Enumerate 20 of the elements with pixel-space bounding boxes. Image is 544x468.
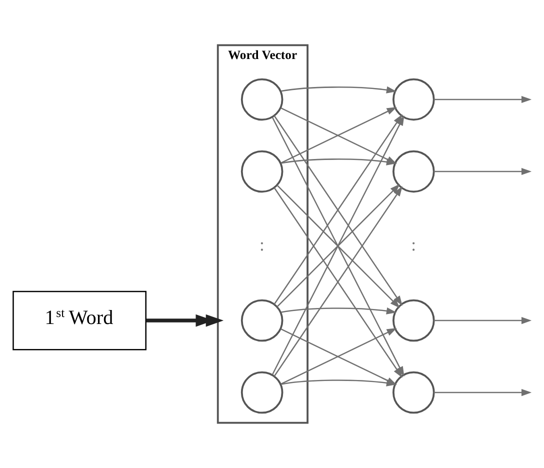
node-circle bbox=[240, 78, 284, 121]
arrow bbox=[434, 168, 532, 176]
arrow bbox=[280, 307, 397, 314]
node-circle bbox=[240, 299, 284, 342]
node-circle bbox=[392, 150, 435, 193]
arrow bbox=[434, 316, 532, 324]
arrow bbox=[434, 388, 532, 396]
label: : bbox=[260, 234, 264, 255]
node-circle bbox=[240, 150, 284, 193]
arrow bbox=[434, 96, 532, 104]
arrow bbox=[146, 314, 224, 327]
node-circle bbox=[392, 299, 435, 342]
arrow bbox=[280, 86, 397, 94]
label: : bbox=[411, 234, 416, 255]
arrow bbox=[280, 379, 397, 386]
node-circle bbox=[392, 371, 435, 414]
arrow bbox=[280, 158, 397, 166]
node-box: 1$^{st}$ Word bbox=[12, 290, 146, 350]
node-circle bbox=[240, 371, 284, 414]
node-circle bbox=[392, 78, 435, 121]
